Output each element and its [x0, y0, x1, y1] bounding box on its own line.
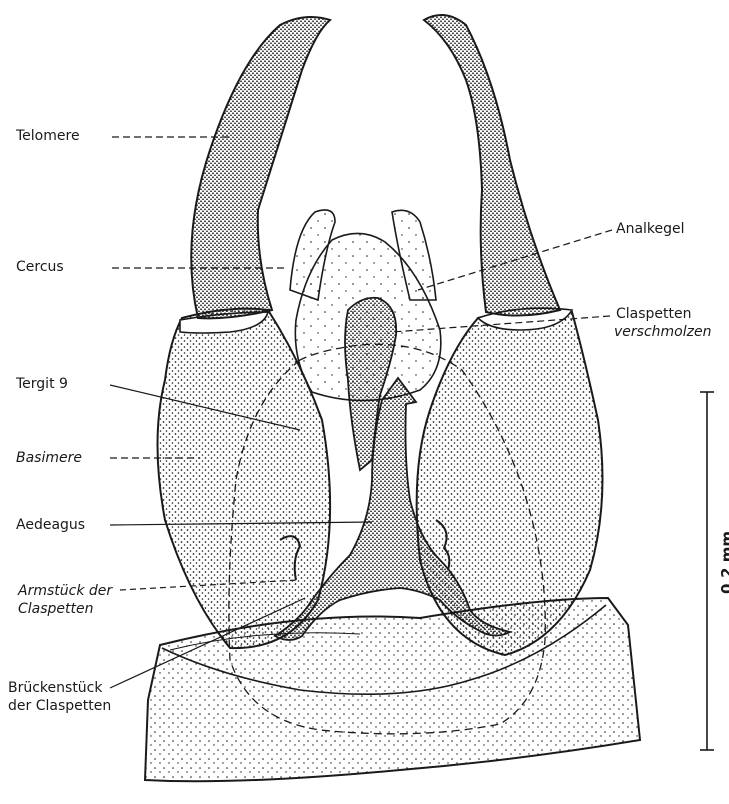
scale-bar-label: 0,2 mm [718, 531, 729, 594]
label-telomere: Telomere [16, 128, 80, 144]
label-aedeagus: Aedeagus [16, 517, 85, 533]
label-analkegel: Analkegel [616, 221, 685, 237]
label-armstueck-line1: Armstück der [18, 583, 112, 599]
label-cercus: Cercus [16, 259, 64, 275]
label-armstueck-line2: Claspetten [18, 601, 94, 617]
scale-bar [700, 392, 714, 750]
label-claspetten-line2: verschmolzen [614, 324, 711, 340]
label-basimere: Basimere [16, 450, 82, 466]
label-brueckenstueck-line1: Brückenstück [8, 680, 103, 696]
right-telomere [424, 15, 560, 316]
label-tergit: Tergit 9 [16, 376, 68, 392]
label-claspetten-line1: Claspetten [616, 306, 692, 322]
label-brueckenstueck-line2: der Claspetten [8, 698, 111, 714]
